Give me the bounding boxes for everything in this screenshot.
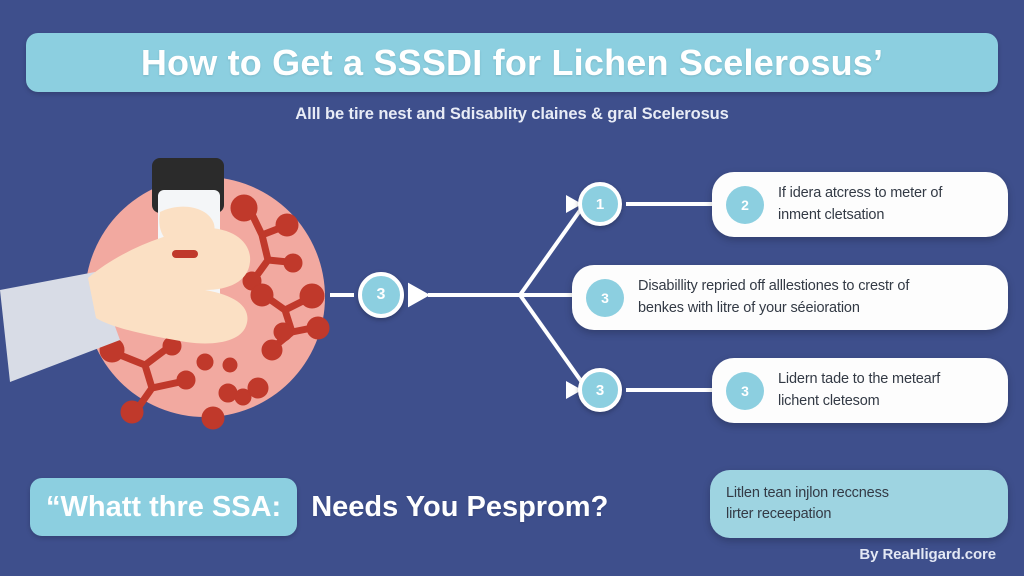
step-card-1[interactable]: 2 If idera atcress to meter of inment cl… [712, 172, 1008, 237]
bottom-banner-highlight: “Whatt thre SSA: [30, 478, 298, 536]
card-2-line-1: Disabillity repried off alllestiones to … [638, 278, 910, 295]
lab-coat-sleeve-icon [0, 272, 120, 382]
bottom-side-card[interactable]: Litlen tean injlon reccness lirter recee… [710, 470, 1008, 538]
card-1-line-1: If idera atcress to meter of [778, 185, 943, 202]
branch-up [518, 200, 588, 297]
bottom-banner-question: Needs You Pesprom? [311, 490, 609, 523]
hand-icon [88, 206, 251, 344]
illustration-svg [0, 158, 330, 430]
card-badge-3: 3 [726, 371, 764, 410]
page-title: How to Get a SSSDI for Lichen Scelerosus… [140, 41, 884, 83]
illustration-hand-device-lesion [0, 150, 360, 450]
side-card-line-1: Litlen tean injlon reccness [726, 484, 889, 501]
step-card-2[interactable]: 3 Disabillity repried off alllestiones t… [572, 265, 1008, 330]
footer-credit: By ReaHligard.core [859, 546, 996, 563]
step-node-3[interactable]: 3 [578, 368, 622, 412]
card-text-1: If idera atcress to meter of inment clet… [778, 183, 942, 225]
diagram-connectors [330, 200, 620, 390]
arrow-into-node-1 [566, 195, 582, 213]
bottom-banner: “Whatt thre SSA: Needs You Pesprom? [30, 478, 608, 536]
arrow-into-hub [408, 282, 431, 308]
card-3-line-1: Lidern tade to the metearf [778, 371, 941, 388]
title-banner: How to Get a SSSDI for Lichen Scelerosus… [26, 33, 998, 92]
page-subtitle: Alll be tire nest and Sdisablity claines… [295, 105, 729, 123]
node-to-card-lines [626, 202, 716, 392]
card-2-line-2: benkes with litre of your séeioration [638, 299, 860, 316]
arrow-into-node-3 [566, 381, 582, 399]
card-badge-1: 2 [726, 185, 764, 224]
branch-down [518, 293, 588, 390]
step-card-3[interactable]: 3 Lidern tade to the metearf lichent cle… [712, 358, 1008, 423]
step-arrows [566, 195, 582, 399]
lesion-pattern-icon [99, 194, 330, 430]
finger-detail-icon [172, 250, 198, 258]
side-card-line-2: lirter receepation [726, 506, 832, 522]
card-1-line-2: inment cletsation [778, 206, 885, 223]
card-badge-2: 3 [586, 278, 624, 317]
bottom-side-card-text: Litlen tean injlon reccness lirter recee… [726, 483, 889, 525]
step-node-1[interactable]: 1 [578, 182, 622, 226]
hub-node[interactable]: 3 [358, 272, 404, 318]
card-3-line-2: lichent cletesom [778, 392, 880, 409]
card-text-3: Lidern tade to the metearf lichent clete… [778, 369, 940, 411]
card-text-2: Disabillity repried off alllestiones to … [638, 276, 909, 318]
